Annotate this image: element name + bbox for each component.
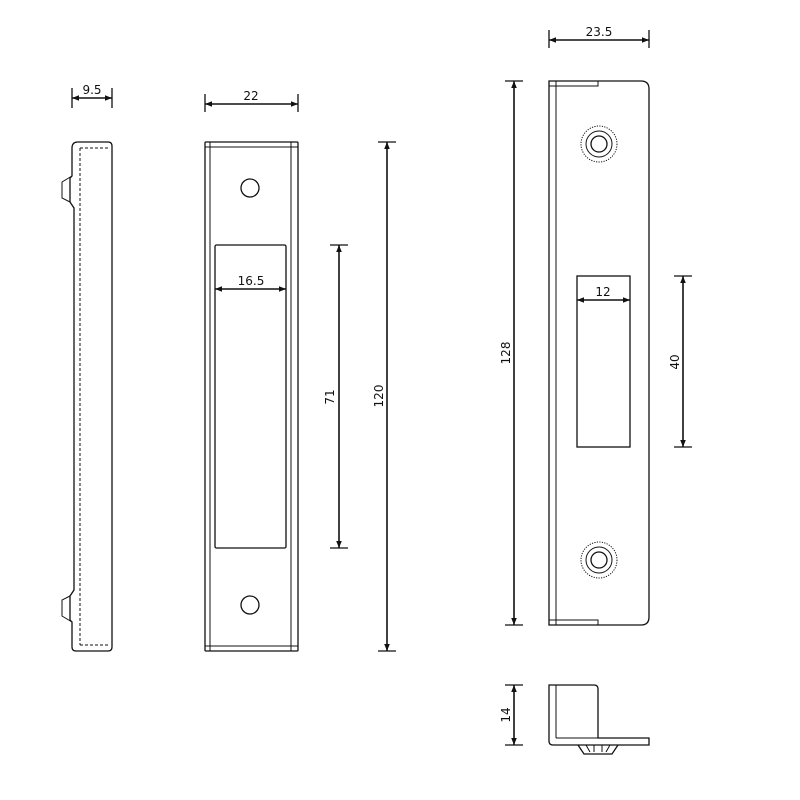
side-thickness-label: 9.5	[82, 83, 101, 97]
side-profile-view: 9.5	[61, 83, 113, 652]
flat-opening-height-label: 71	[323, 389, 337, 404]
angled-width-label: 23.5	[586, 25, 613, 39]
countersunk-screw-hole-bottom	[580, 541, 618, 579]
flat-width-label: 22	[243, 89, 258, 103]
angled-return-label: 14	[499, 707, 513, 722]
angled-opening-height-label: 40	[668, 354, 682, 369]
angled-strike-end-view: 14	[499, 684, 650, 755]
flat-length-label: 120	[372, 385, 386, 408]
countersunk-screw-hole-top	[580, 125, 618, 163]
angled-opening-width-label: 12	[595, 285, 610, 299]
flat-strike-plate-view: 22 16.5 71 120	[204, 89, 396, 652]
angled-strike-plate-view: 23.5 12 40 128	[499, 25, 692, 626]
angled-length-label: 128	[499, 342, 513, 365]
latch-opening	[214, 244, 287, 549]
screw-hole-top	[240, 178, 260, 198]
flat-opening-width-label: 16.5	[238, 274, 265, 288]
screw-hole-bottom	[240, 595, 260, 615]
latch-opening-angled	[576, 275, 631, 448]
